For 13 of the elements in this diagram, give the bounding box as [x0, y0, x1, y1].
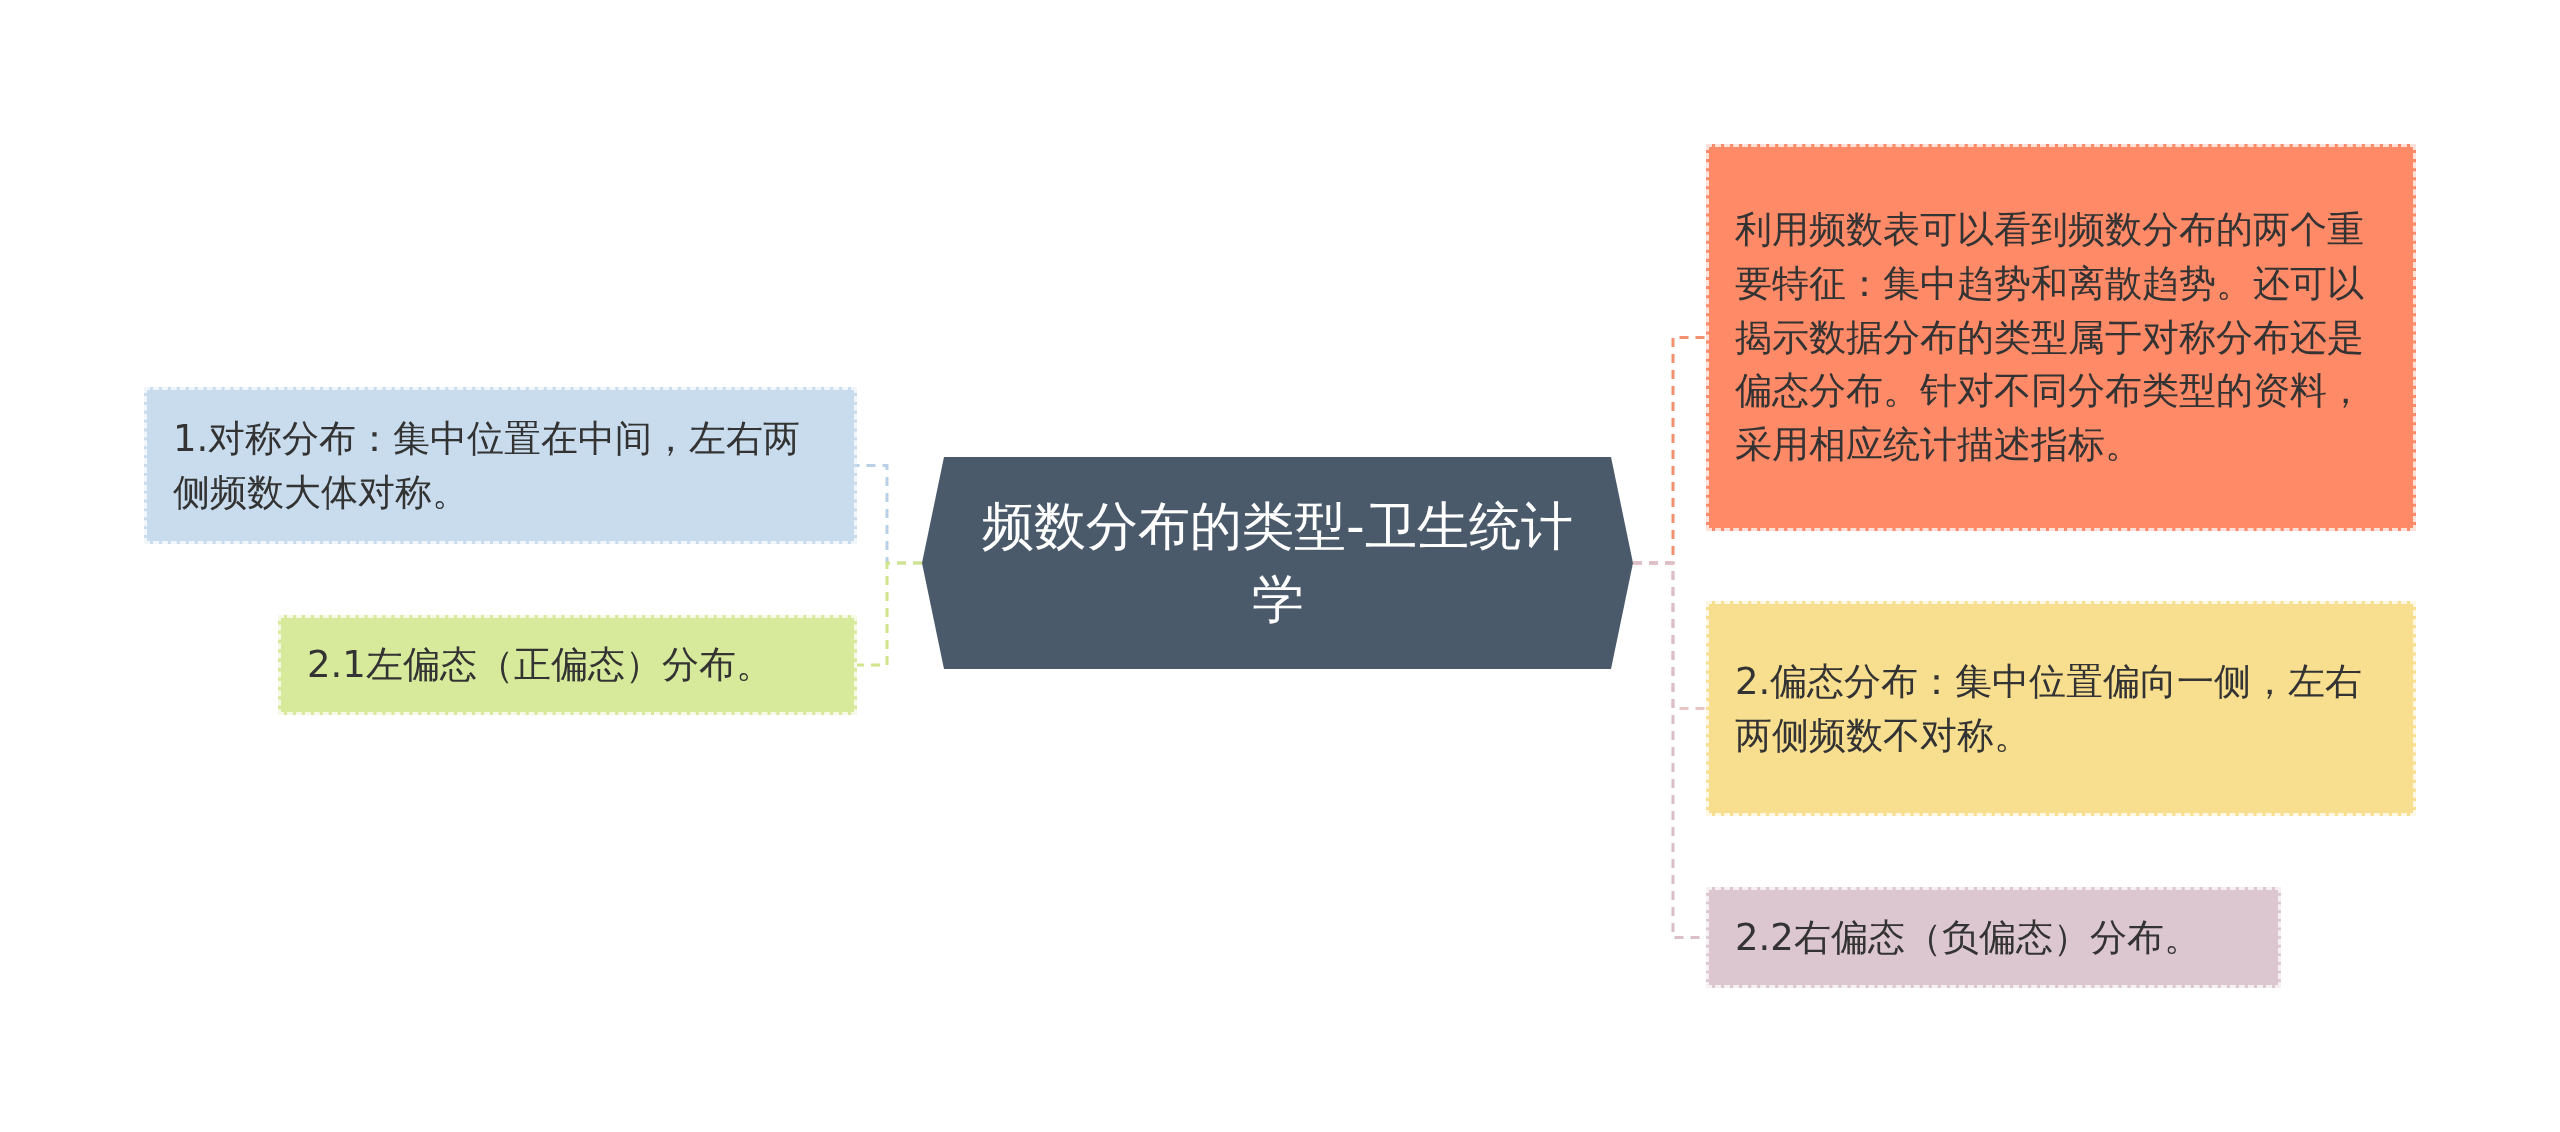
central-topic [922, 457, 1633, 669]
topic-text: 2.偏态分布：集中位置偏向一侧，左右两侧频数不对称。 [1735, 658, 2364, 759]
topic-box [1706, 887, 2281, 988]
topic-box [1706, 144, 2416, 531]
topic-box [278, 615, 857, 715]
connector-line [857, 561, 922, 667]
topic-box [1706, 601, 2416, 816]
topic-text: 2.1左偏态（正偏态）分布。 [307, 642, 773, 689]
topic-text: 1.对称分布：集中位置在中间，左右两侧频数大体对称。 [173, 415, 802, 516]
central-title: 频数分布的类型-卫生统计学 [981, 495, 1574, 631]
topic-text: 2.2右偏态（负偏态）分布。 [1735, 914, 2201, 961]
topic-box [144, 387, 857, 544]
topic-text: 利用频数表可以看到频数分布的两个重要特征：集中趋势和离散趋势。还可以揭示数据分布的类型属于对称分布还是偏态分布。针对不同分布类型的资料，采用相应统计描述指标。 [1735, 207, 2365, 468]
